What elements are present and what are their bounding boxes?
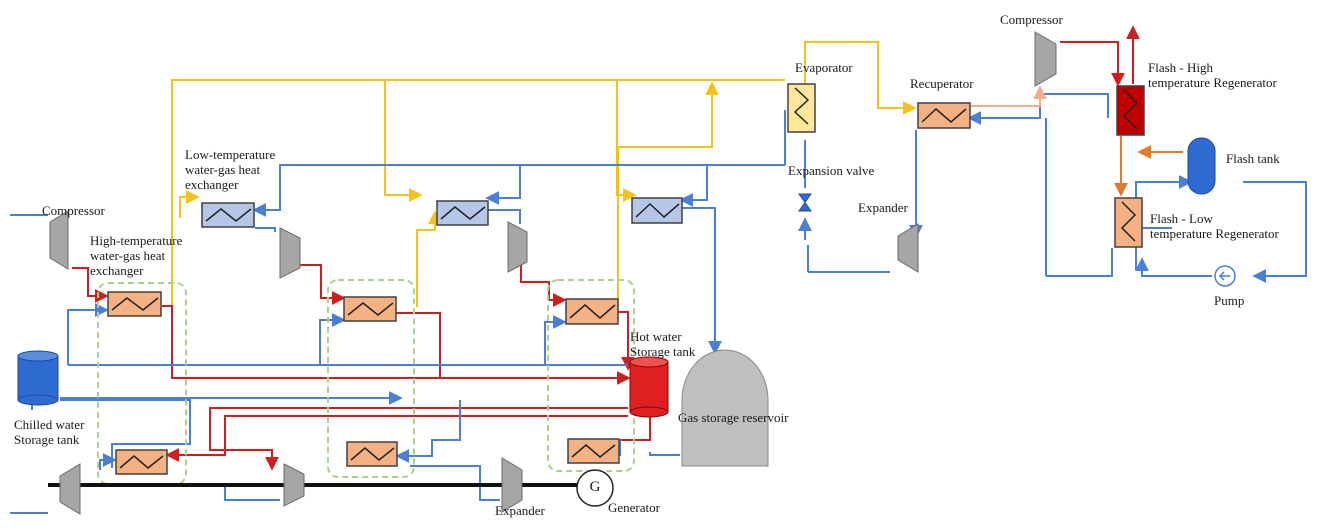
expander-1-shape: [59, 463, 81, 515]
flash-high-label: Flash - High temperature Regenerator: [1148, 60, 1277, 90]
flash-low-label: Flash - Low temperature Regenerator: [1150, 211, 1279, 241]
flash-high-regenerator: [1116, 85, 1145, 136]
compressor-left-shape: [49, 210, 69, 270]
compressor-2-shape: [279, 227, 301, 279]
pump-symbol: [1214, 265, 1236, 287]
pump-label: Pump: [1214, 293, 1245, 308]
expander-right-shape: [897, 223, 919, 273]
hot-water-tank-shape: [629, 356, 669, 418]
hx-cold-1: [115, 449, 168, 475]
flash-tank-label: Flash tank: [1226, 151, 1280, 166]
hx-cold-3: [567, 438, 620, 464]
compressor-left-label: Compressor: [42, 203, 105, 218]
hot-tank-label: Hot water Storage tank: [630, 329, 696, 359]
compressor-3-shape: [507, 221, 528, 273]
expansion-valve-label: Expansion valve: [788, 163, 875, 178]
hx-low-temp-2: [436, 200, 489, 226]
compressor-right-label: Compressor: [1000, 12, 1063, 27]
chilled-tank-label: Chilled water Storage tank: [14, 417, 85, 447]
evaporator-label: Evaporator: [795, 60, 853, 75]
recuperator-hx: [917, 102, 971, 129]
hot-flow-lines: [72, 25, 1140, 471]
expander-2-shape: [283, 463, 305, 507]
recuperator-label: Recuperator: [910, 76, 974, 91]
generator-label: Generator: [608, 500, 660, 515]
hx-low-temp-3: [631, 197, 683, 224]
gas-reservoir-label: Gas storage reservoir: [678, 410, 789, 425]
yellow-flow-lines: [171, 41, 917, 375]
generator-symbol: G: [589, 479, 601, 495]
expander-3-shape: [501, 457, 523, 513]
flash-low-regenerator: [1114, 197, 1143, 248]
flash-tank-vessel: [1187, 137, 1216, 195]
hx-cold-2: [346, 441, 398, 467]
gas-reservoir-shape: [681, 349, 769, 467]
evaporator-unit: [787, 83, 816, 133]
hx-low-temp-1: [201, 202, 255, 228]
expander-right-label: Expander: [858, 200, 908, 215]
expansion-valve-symbol: [798, 193, 812, 212]
hx-high-temp-1: [107, 291, 162, 317]
hx-high-temp-3: [565, 298, 619, 325]
lt-hx-label: Low-temperature water-gas heat exchanger: [185, 147, 276, 192]
hx-high-temp-2: [343, 296, 397, 322]
regen-flow-lines: [971, 85, 1183, 197]
expander-bottom-label: Expander: [495, 503, 545, 518]
ht-hx-label: High-temperature water-gas heat exchange…: [90, 233, 183, 278]
compressor-right-shape: [1034, 31, 1057, 87]
chilled-water-tank-shape: [17, 350, 59, 406]
generator-circle: [576, 469, 614, 507]
